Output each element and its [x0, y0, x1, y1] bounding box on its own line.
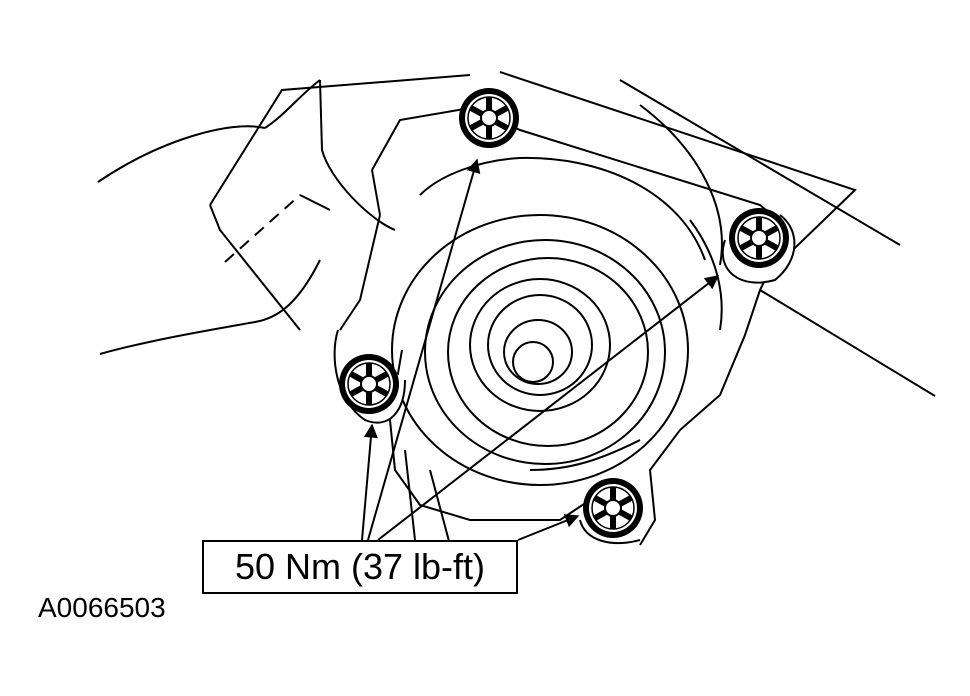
arrow-to-top-bolt — [367, 158, 481, 541]
bolt-top-icon — [459, 88, 519, 148]
surrounding-structure — [97, 71, 936, 397]
leader-arrows — [361, 158, 720, 541]
torque-callout: 50 Nm (37 lb-ft) — [202, 540, 518, 594]
bolt-bottom-icon — [583, 478, 643, 538]
pump-housing — [339, 104, 792, 546]
bolt-left-icon — [339, 354, 399, 414]
figure-id: A0066503 — [38, 592, 166, 623]
arrow-to-right-bolt — [377, 275, 720, 541]
bolt-bosses — [333, 214, 796, 545]
bolt-right-icon — [729, 208, 789, 268]
torque-value: 50 Nm (37 lb-ft) — [234, 546, 486, 587]
pulley-hub — [391, 214, 689, 486]
arrow-to-left-bolt — [361, 423, 378, 541]
arrow-to-bottom-bolt — [517, 514, 580, 541]
